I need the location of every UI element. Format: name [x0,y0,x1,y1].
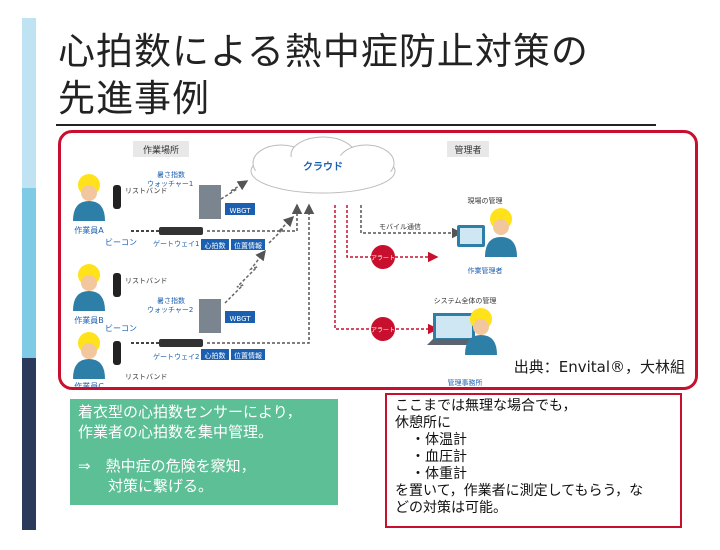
measures-item: ・血圧計 [411,449,467,465]
measures-item: ・体温計 [411,432,467,448]
accent-segment-mid [22,188,36,358]
heat-watcher-1-device [199,185,221,219]
site-manager-icon [485,208,517,257]
worker-b-label: 作業員B [74,315,104,325]
system-diagram: 作業場所 管理者 クラウド 作業員A リストバンド ビーコン 暑さ指数ウォッチャ… [58,130,698,390]
gateway-1-uplink [207,203,303,232]
alert-path-2 [334,205,439,335]
heart-rate-label-2: 心拍数 [205,351,226,360]
alert-path-1 [346,205,439,263]
wbgt-label-1: WBGT [229,207,251,215]
wristband-label: リストバンド [125,187,167,195]
alert-badge-2 [371,317,395,341]
heat-watcher-2-device [199,299,221,333]
location-badge-2 [231,349,265,360]
mobile-comm-label: モバイル通信 [379,222,421,231]
gateway-1-label: ゲートウェイ1 [153,239,199,248]
site-manager-label: 作業管理者 [468,266,503,275]
wristband-label: リストバンド [125,277,167,285]
manager-label: 管理者 [454,144,481,156]
worker-b-icon [73,264,105,311]
wbgt-badge-1 [225,203,255,215]
beacon-label: ビーコン [105,238,137,247]
accent-segment-light [22,18,36,188]
measures-item: ・体重計 [411,466,467,482]
heart-rate-label-1: 心拍数 [205,241,226,250]
slide-title-line1: 心拍数による熱中症防止対策の [58,30,589,73]
location-label-1: 位置情報 [234,241,262,250]
cloud-shape [250,136,396,194]
workplace-label: 作業場所 [143,144,179,156]
location-badge-1 [231,239,265,250]
workplace-tag [133,141,189,157]
wristband-a-icon [113,185,121,209]
summary-box: 着衣型の心拍数センサーにより， 作業者の心拍数を集中管理。 ⇒ 熱中症の危険を察… [70,399,338,505]
system-management-label: システム全体の管理 [434,296,497,305]
gateway-2-uplink [207,203,315,344]
summary-line: 対策に繋げる。 [78,477,214,495]
measures-line: 休憩所に [395,415,451,431]
site-management-label: 現場の管理 [468,196,503,205]
source-credit: 出典：Envital®，大林組 [511,356,687,377]
measures-line: どの対策は可能。 [395,500,507,516]
heat-watcher-2-label: 暑さ指数ウォッチャー2 [147,296,193,314]
heat-watcher-1-label: 暑さ指数ウォッチャー1 [147,170,193,188]
wristband-b-icon [113,273,121,297]
heart-rate-badge-2 [201,349,229,360]
worker-c-label: 作業員C [74,381,104,390]
tablet-icon [457,225,485,247]
alert-badge-1 [371,245,395,269]
accent-bar [22,18,36,530]
summary-line: 着衣型の心拍数センサーにより， [78,403,302,421]
management-office-label: 管理事務所 [448,378,483,387]
gateway-1-device [159,227,203,235]
diagram-canvas: 作業場所 管理者 クラウド 作業員A リストバンド ビーコン 暑さ指数ウォッチャ… [73,136,517,390]
wbgt-badge-2 [225,311,255,323]
alert-label-1: アラート [371,255,395,262]
manager-tag [447,141,489,157]
wristband-label: リストバンド [125,373,167,381]
alert-label-2: アラート [371,327,395,334]
cloud-label: クラウド [303,161,343,173]
gateway-2-device [159,339,203,347]
laptop-icon [427,313,481,345]
title-underline [56,124,656,126]
measures-line: を置いて，作業者に測定してもらう，な [395,483,644,499]
wireless-uplink-2 [224,249,266,304]
wristband-c-icon [113,341,121,365]
summary-line: 作業者の心拍数を集中管理。 [78,423,274,441]
gateway-2-label: ゲートウェイ2 [153,352,199,361]
slide-title-line2: 先進事例 [58,77,210,120]
worker-c-icon [73,332,105,379]
slide-title: 心拍数による熱中症防止対策の 先進事例 [58,28,678,122]
worker-a-label: 作業員A [74,225,104,235]
measures-line: ここまでは無理な場合でも， [395,398,577,414]
wireless-uplink-1 [220,180,249,200]
heart-rate-badge-1 [201,239,229,250]
wbgt-label-2: WBGT [229,315,251,323]
summary-line: ⇒ 熱中症の危険を察知， [78,457,256,475]
wireless-uplink-1b [268,215,295,244]
accent-segment-dark [22,358,36,530]
cloud-to-site-manager [360,205,463,239]
worker-a-icon [73,174,105,221]
beacon-label: ビーコン [105,324,137,333]
office-manager-icon [465,308,497,355]
alternative-measures-box: ここまでは無理な場合でも， 休憩所に ・体温計 ・血圧計 ・体重計 を置いて，作… [385,393,682,528]
location-label-2: 位置情報 [234,351,262,360]
